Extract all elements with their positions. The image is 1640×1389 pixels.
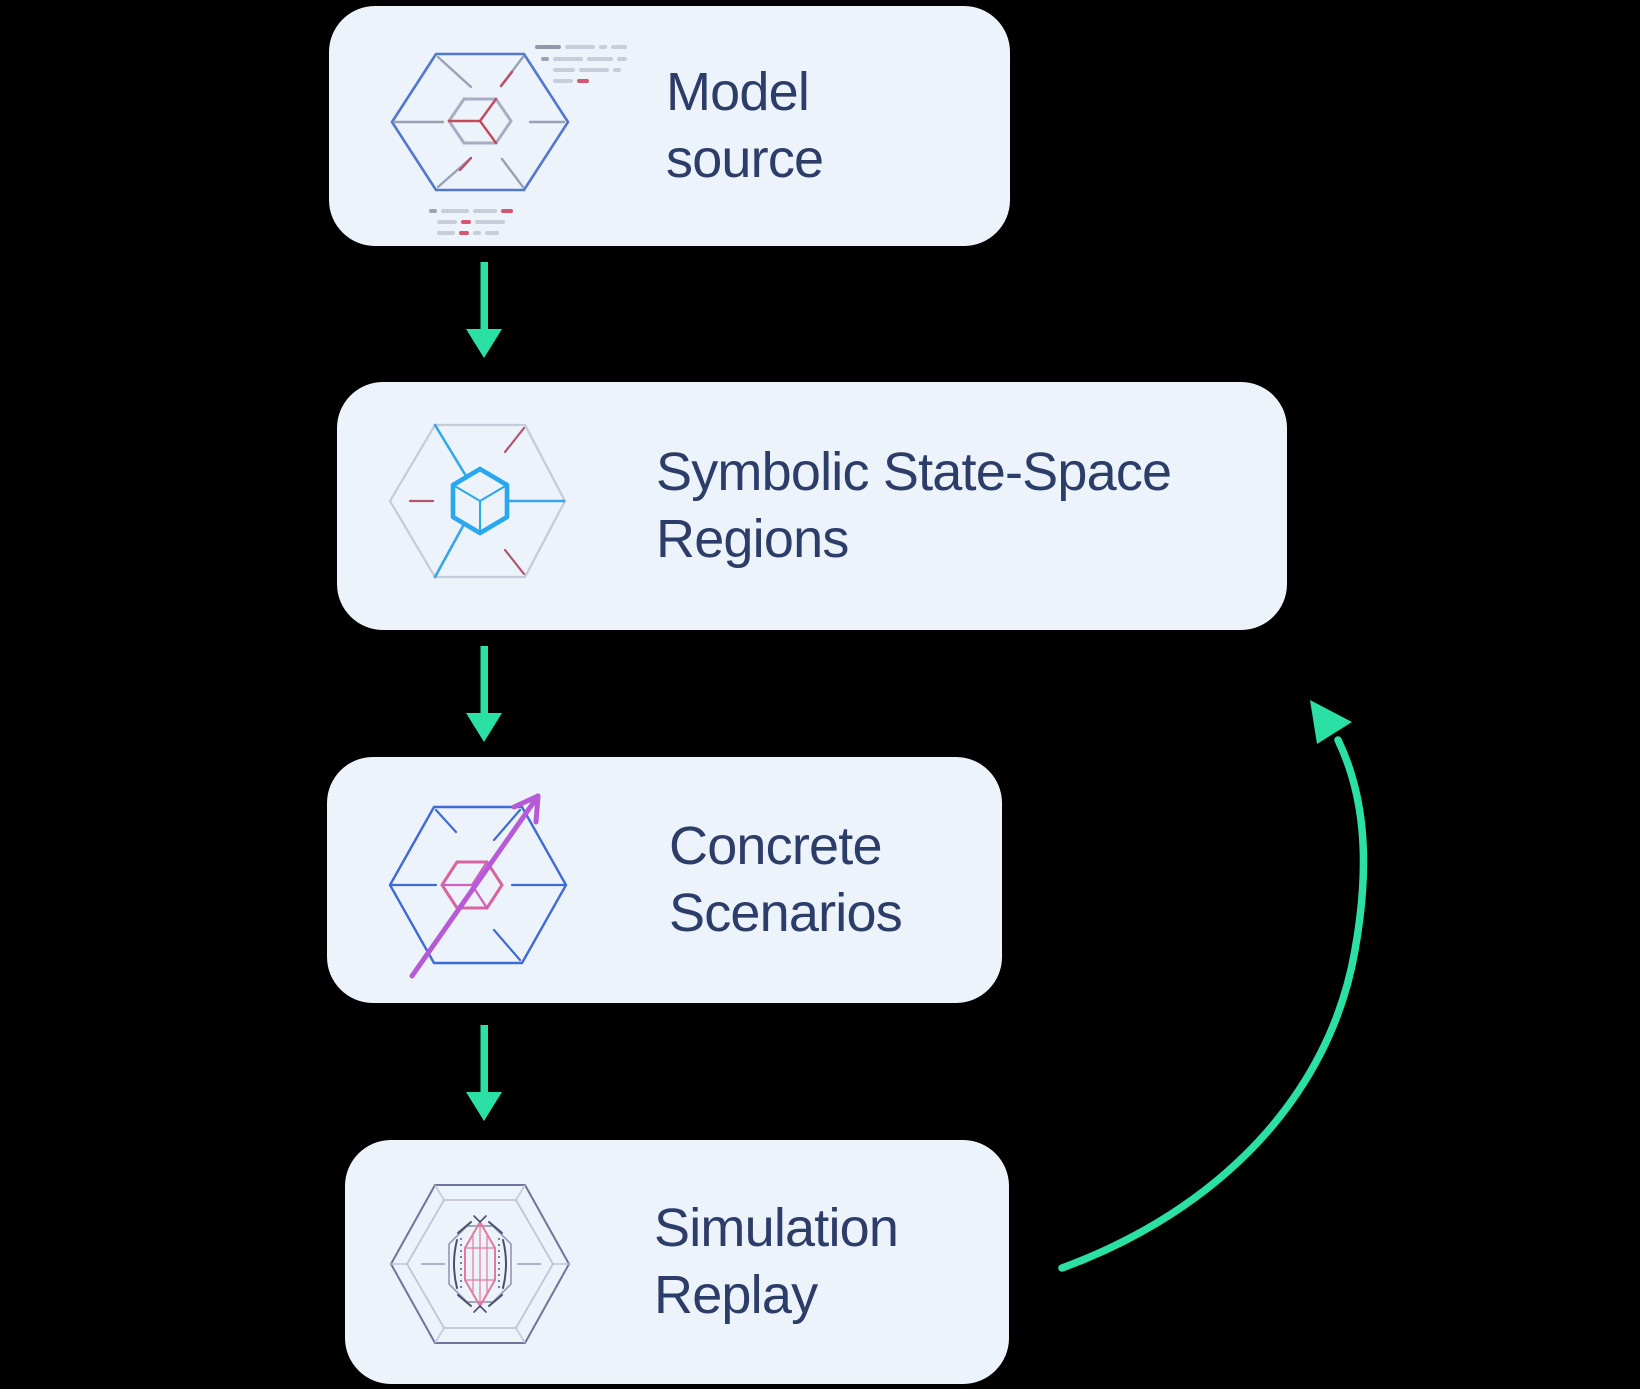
hexagon-trajectory-arrow-icon (388, 793, 568, 979)
flow-node-symbolic-state-space-regions: Symbolic State-Space Regions (337, 382, 1287, 630)
node-label: Concrete Scenarios (669, 757, 903, 1003)
node-label: Symbolic State-Space Regions (656, 382, 1172, 630)
nested-hexagon-gem-icon (389, 1184, 571, 1344)
feedback-loop-arrow (1058, 700, 1368, 1272)
node-label-line: Concrete (669, 816, 883, 876)
flow-node-concrete-scenarios: Concrete Scenarios (327, 757, 1002, 1003)
node-label: Model source (666, 6, 824, 246)
flow-node-simulation-replay: Simulation Replay (345, 1140, 1009, 1384)
node-label-line: source (666, 129, 824, 189)
flow-node-model-source: Model source (329, 6, 1010, 246)
code-lines-bottom (429, 209, 513, 235)
connector-arrow-down-3 (466, 1025, 502, 1121)
code-lines-top (535, 45, 627, 83)
node-label-line: Replay (654, 1265, 818, 1325)
node-label: Simulation Replay (654, 1140, 899, 1384)
connector-arrow-down-2 (466, 646, 502, 742)
connector-arrow-down-1 (466, 262, 502, 358)
hexagon-highlighted-cube-icon (388, 423, 567, 579)
node-label-line: Scenarios (669, 883, 903, 943)
node-label-line: Simulation (654, 1198, 899, 1258)
hexagon-cube-code-icon (390, 45, 627, 235)
node-label-line: Symbolic State-Space (656, 442, 1172, 502)
node-label-line: Regions (656, 509, 849, 569)
node-label-line: Model (666, 62, 810, 122)
